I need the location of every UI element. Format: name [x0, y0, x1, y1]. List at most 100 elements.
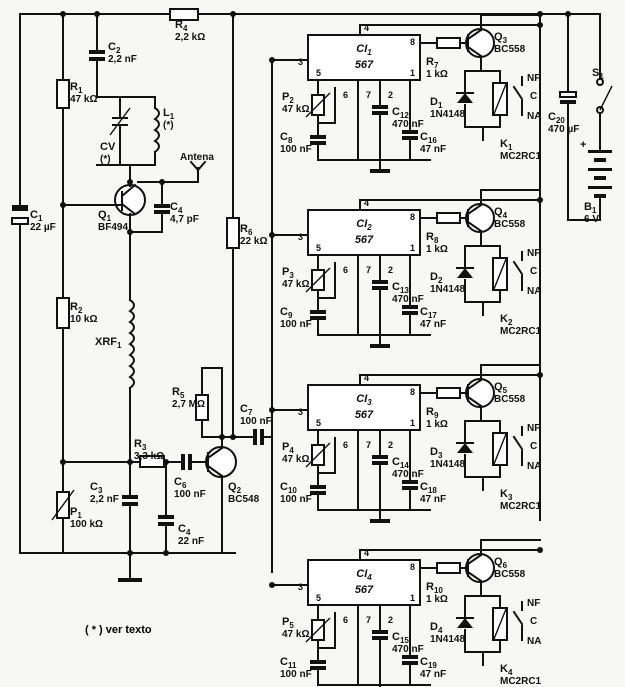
- battery-cell-3: [588, 186, 612, 189]
- base-resistor-label-ref: R10: [426, 581, 443, 595]
- base-resistor-label-value: 1 kΩ: [426, 594, 448, 605]
- timing-wires: [317, 429, 336, 478]
- c8-wires: [317, 301, 431, 336]
- timing-cap-label-value: 100 nF: [280, 669, 312, 680]
- base-resistor-label-value: 1 kΩ: [426, 69, 448, 80]
- coil-wires: [464, 245, 501, 316]
- junction-dot: [537, 197, 543, 203]
- junction-dot: [94, 11, 100, 17]
- relay-label-ref: K2: [500, 313, 513, 327]
- ic-type: 567: [355, 409, 374, 421]
- c16-label-value: 47 nF: [420, 144, 446, 155]
- c2-plate-bottom: [89, 57, 105, 61]
- c12-label-ref: C15: [392, 631, 409, 645]
- timing-cap-plate: [310, 660, 326, 664]
- ic-lower-wires: [357, 79, 411, 161]
- pin-label: 2: [388, 615, 393, 625]
- supply-feed: [359, 199, 541, 211]
- b1-label-value: 6 V: [584, 214, 599, 225]
- c7-plate-right: [260, 429, 264, 445]
- junction-dot: [537, 372, 543, 378]
- pot-label-value: 47 kΩ: [282, 629, 309, 640]
- cv-label-value: (*): [100, 154, 111, 165]
- c8-wires: [317, 126, 431, 161]
- timing-cap-plate: [310, 485, 326, 489]
- ground: [370, 169, 390, 173]
- s1-label: S1: [592, 67, 604, 81]
- c12-label-value: 470 nF: [392, 644, 424, 655]
- c12-plate: [372, 455, 388, 459]
- pin-label: 6: [343, 265, 348, 275]
- pin-label: 5: [316, 243, 321, 253]
- junction-dot: [163, 550, 169, 556]
- c3-label-ref: C3: [90, 481, 103, 495]
- timing-cap-plate: [310, 310, 326, 314]
- pin-label: 7: [366, 265, 371, 275]
- relay-label-ref: K4: [500, 663, 513, 677]
- q1-label-ref: Q1: [98, 209, 112, 223]
- junction-dot: [60, 459, 66, 465]
- ic-name: CI2: [356, 218, 372, 232]
- relay-switch: [512, 251, 524, 291]
- transistor-label-ref: Q4: [494, 206, 508, 220]
- r3-label-value: 3,3 kΩ: [134, 451, 164, 462]
- c12-plate: [372, 111, 388, 115]
- pot-arrow: [305, 617, 331, 643]
- ic-lower-wires: [357, 604, 411, 686]
- relay-nf: NF: [527, 73, 540, 84]
- c16-label-value: 47 nF: [420, 494, 446, 505]
- pot-arrow: [305, 442, 331, 468]
- pin-label: 8: [410, 37, 415, 47]
- r1-label-value: 47 kΩ: [70, 94, 97, 105]
- relay-coil-mark: [493, 433, 507, 465]
- battery-cell-1: [588, 150, 612, 153]
- timing-cap-plate: [310, 316, 326, 320]
- diode: [457, 268, 473, 278]
- relay-label-value: MC2RC1: [500, 326, 542, 337]
- c12-label-ref: C14: [392, 456, 409, 470]
- pin-label: 4: [364, 23, 369, 33]
- relay-coil-mark: [493, 83, 507, 115]
- c16-label-value: 47 nF: [420, 669, 446, 680]
- c8-wires: [317, 476, 431, 511]
- coil-wires: [464, 595, 501, 666]
- relay-nf: NF: [527, 598, 540, 609]
- timing-cap-label-ref: C9: [280, 306, 293, 320]
- timing-cap-label-value: 100 nF: [280, 494, 312, 505]
- l1-label: L1(*): [163, 107, 175, 131]
- transistor-leads: [466, 189, 541, 247]
- junction-dot: [269, 232, 275, 238]
- junction-dot: [60, 202, 66, 208]
- base-resistor-label-ref: R8: [426, 231, 439, 245]
- cv-label-ref: CV: [100, 141, 116, 153]
- c12-plate: [372, 286, 388, 290]
- relay-label-value: MC2RC1: [500, 151, 542, 162]
- b1-label-ref: B1: [584, 201, 597, 215]
- ic-567: [307, 384, 421, 431]
- diode: [457, 93, 473, 103]
- c20-label-value: 470 µF: [548, 124, 579, 135]
- r2-label-ref: R2: [70, 301, 83, 315]
- ic-lower-wires: [357, 254, 411, 336]
- c3-plate-bottom: [122, 502, 138, 506]
- battery-cell-2b: [594, 176, 606, 180]
- c2-label: C22,2 nF: [108, 41, 137, 65]
- q2-transistor: [205, 446, 237, 478]
- pin-label: 5: [316, 68, 321, 78]
- c12-plate: [372, 630, 388, 634]
- battery-plus: +: [580, 139, 586, 151]
- c4b-plate-bottom: [158, 522, 174, 526]
